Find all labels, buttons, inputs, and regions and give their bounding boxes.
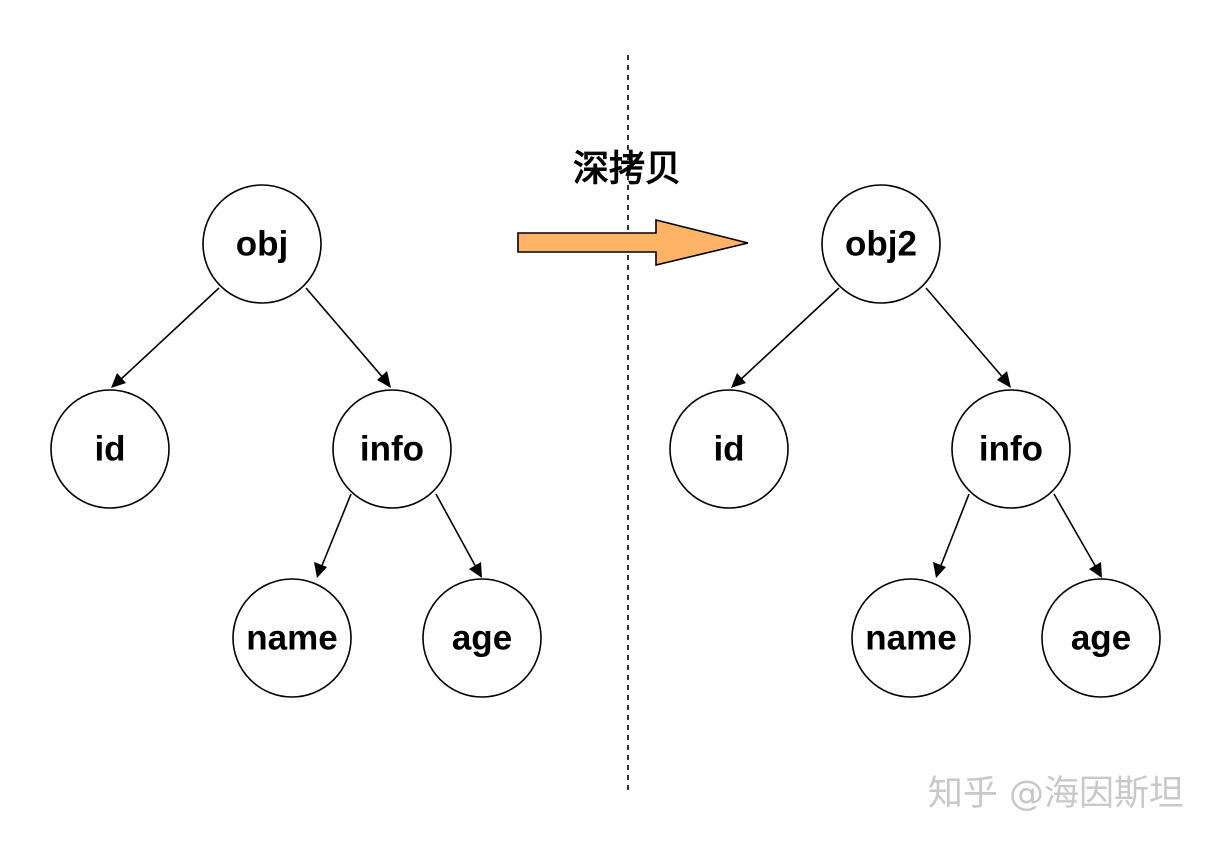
- node-age: age: [422, 578, 542, 698]
- edge-obj2-id: [738, 287, 840, 382]
- arrowhead-info-name: [314, 562, 327, 578]
- copy-arrow: [517, 218, 749, 267]
- node-name-copy-circle: [851, 578, 971, 698]
- edge-info2-name: [939, 493, 970, 569]
- edge-info-age: [435, 493, 478, 570]
- node-name: name: [232, 578, 352, 698]
- node-name-copy: name: [851, 578, 971, 698]
- node-age-copy: age: [1041, 578, 1161, 698]
- edge-obj2-info: [925, 287, 1006, 381]
- node-id-label: id: [94, 430, 125, 469]
- watermark-text: 知乎 @海因斯坦: [928, 774, 1184, 814]
- deep-copy-caption: 深拷贝: [573, 149, 681, 190]
- node-obj-label: obj: [236, 225, 288, 264]
- node-name-label: name: [246, 619, 337, 658]
- node-obj2-circle: [821, 184, 941, 304]
- node-age-copy-label: age: [1071, 619, 1131, 658]
- node-age-label: age: [452, 619, 512, 658]
- arrowhead-info2-age: [1089, 562, 1102, 578]
- arrowhead-info2-name: [933, 562, 946, 578]
- node-info-copy-circle: [951, 389, 1071, 509]
- node-info-label: info: [360, 430, 424, 469]
- arrowhead-info-age: [469, 562, 482, 578]
- node-info-copy: info: [951, 389, 1071, 509]
- arrowhead-obj2-id: [731, 373, 746, 388]
- node-obj2: obj2: [821, 184, 941, 304]
- node-age-copy-circle: [1041, 578, 1161, 698]
- edge-obj-info: [305, 287, 386, 381]
- arrowhead-obj-id: [111, 373, 126, 388]
- node-id-copy-circle: [669, 389, 789, 509]
- node-info-circle: [332, 389, 452, 509]
- arrowhead-obj2-info: [997, 371, 1011, 388]
- edge-info2-age: [1053, 493, 1098, 570]
- node-name-circle: [232, 578, 352, 698]
- node-name-copy-label: name: [865, 619, 956, 658]
- right-tree: obj2 id info name age: [669, 184, 1161, 698]
- node-obj-circle: [202, 184, 322, 304]
- node-info: info: [332, 389, 452, 509]
- node-obj2-label: obj2: [845, 225, 917, 264]
- node-id-copy-label: id: [713, 430, 744, 469]
- arrowhead-obj-info: [377, 371, 391, 388]
- edge-info-name: [320, 493, 352, 569]
- node-id-copy: id: [669, 389, 789, 509]
- left-tree: obj id info name age: [50, 184, 542, 698]
- node-info-copy-label: info: [979, 430, 1043, 469]
- edge-obj-id: [118, 287, 220, 382]
- node-obj: obj: [202, 184, 322, 304]
- node-id-circle: [50, 389, 170, 509]
- node-id: id: [50, 389, 170, 509]
- node-age-circle: [422, 578, 542, 698]
